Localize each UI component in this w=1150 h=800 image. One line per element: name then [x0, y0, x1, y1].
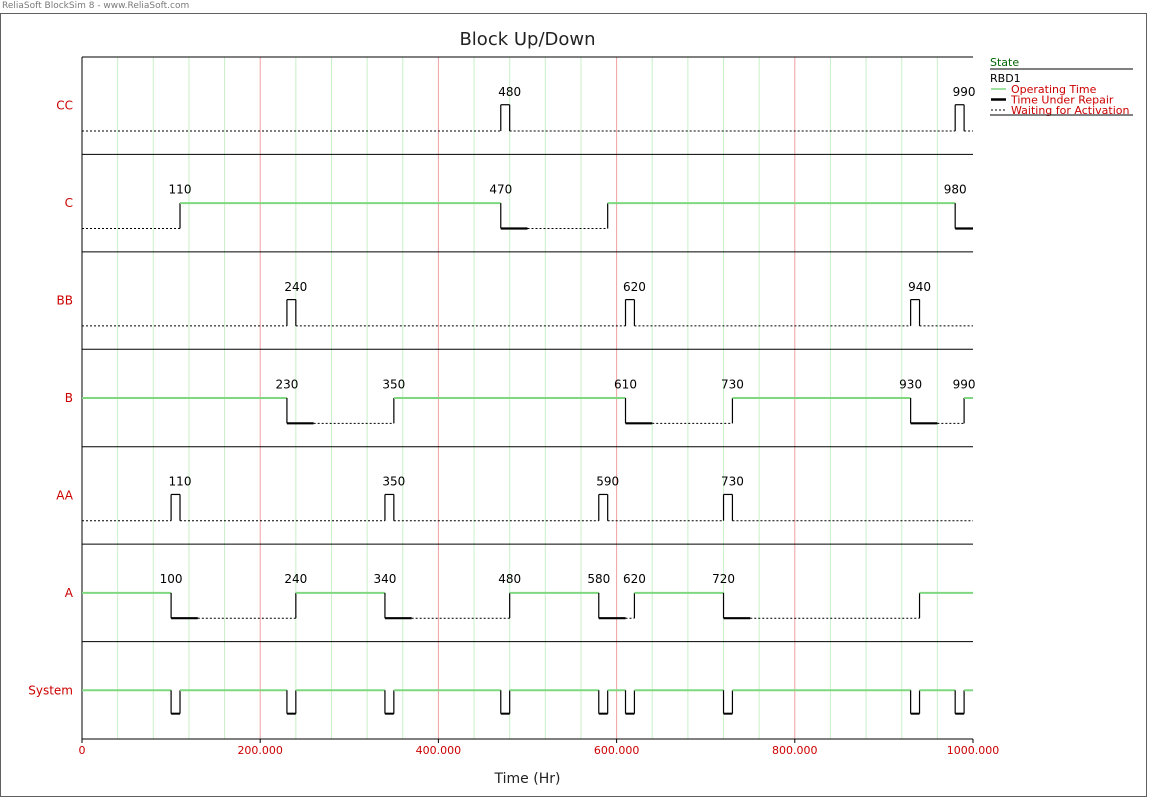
legend-item-label: Time Under Repair [1010, 94, 1114, 107]
x-tick-label: 800.000 [772, 744, 818, 757]
row-label-system: System [28, 683, 73, 697]
x-tick-label: 0 [79, 744, 86, 757]
transition-label: 480 [498, 85, 521, 99]
legend-group: RBD1 [990, 72, 1021, 85]
x-tick-label: 1000.000 [947, 744, 1000, 757]
legend-item-label: Waiting for Activation [1011, 104, 1130, 117]
transition-label: 730 [721, 475, 744, 489]
x-tick-label: 400.000 [416, 744, 462, 757]
x-tick-label: 600.000 [594, 744, 640, 757]
transition-label: 940 [908, 280, 931, 294]
transition-label: 730 [721, 377, 744, 391]
transition-label: 350 [382, 475, 405, 489]
row-label-a: A [65, 586, 74, 600]
transition-label: 240 [284, 572, 307, 586]
transition-label: 240 [284, 280, 307, 294]
transition-label: 610 [614, 377, 637, 391]
transition-label: 620 [623, 572, 646, 586]
chart-frame [0, 13, 1147, 797]
chart-title: Block Up/Down [459, 29, 595, 50]
transition-label: 480 [498, 572, 521, 586]
legend-header: State [990, 56, 1019, 69]
transition-label: 110 [169, 182, 192, 196]
transition-label: 350 [382, 377, 405, 391]
transition-label: 230 [275, 377, 298, 391]
transition-label: 990 [953, 85, 976, 99]
legend-item-label: Operating Time [1011, 83, 1097, 96]
row-label-b: B [65, 391, 73, 405]
app-watermark: ReliaSoft BlockSim 8 - www.ReliaSoft.com [2, 1, 190, 11]
transition-label: 980 [944, 182, 967, 196]
transition-label: 340 [373, 572, 396, 586]
transition-label: 930 [899, 377, 922, 391]
transition-label: 720 [712, 572, 735, 586]
transition-label: 580 [587, 572, 610, 586]
row-label-bb: BB [57, 294, 73, 308]
row-label-cc: CC [56, 99, 73, 113]
x-tick-label: 200.000 [237, 744, 283, 757]
row-label-aa: AA [56, 488, 74, 502]
transition-label: 590 [596, 475, 619, 489]
transition-label: 110 [169, 475, 192, 489]
transition-label: 620 [623, 280, 646, 294]
transition-label: 470 [489, 182, 512, 196]
transition-label: 100 [160, 572, 183, 586]
transition-label: 990 [953, 377, 976, 391]
row-label-c: C [65, 196, 73, 210]
x-axis-title: Time (Hr) [494, 771, 561, 787]
